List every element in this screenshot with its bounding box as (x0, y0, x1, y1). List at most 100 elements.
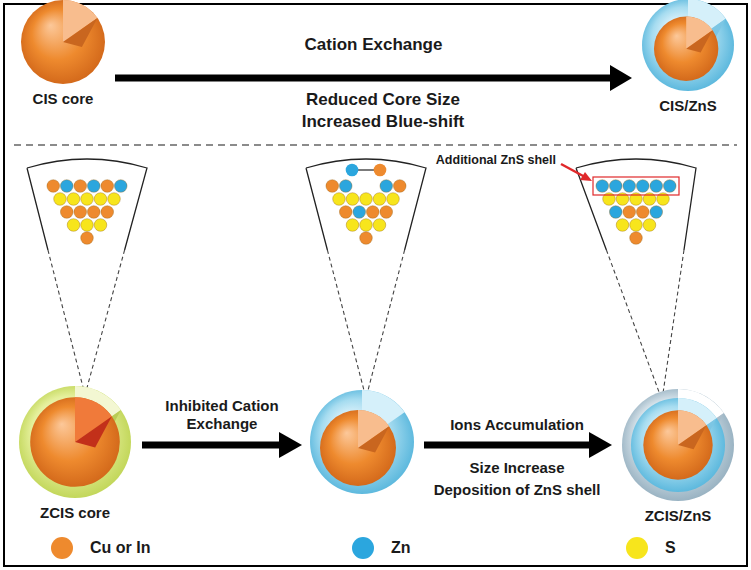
atom (333, 193, 346, 206)
atom (87, 180, 100, 193)
cut-face (63, 18, 97, 47)
sphere-layer (631, 398, 725, 492)
atom (380, 206, 393, 219)
atom (609, 180, 622, 193)
atom (380, 180, 393, 193)
process-note: Deposition of ZnS shell (434, 481, 601, 499)
atom (339, 180, 352, 193)
process-note: Ions Accumulation (450, 416, 584, 434)
atom (74, 206, 87, 219)
atom (94, 193, 107, 206)
atom (326, 180, 339, 193)
process-note: Increased Blue-shift (302, 112, 465, 132)
arrow-head (279, 432, 302, 458)
atom (47, 180, 60, 193)
separator-line (14, 144, 737, 146)
atom (94, 219, 107, 232)
process-note: Additional ZnS shell (436, 153, 556, 168)
atom (81, 219, 94, 232)
atom (346, 164, 359, 177)
atom (360, 232, 373, 245)
atom (630, 219, 643, 232)
particle-sphere (17, 0, 109, 88)
frame-border (4, 4, 747, 566)
sphere-layer (642, 0, 734, 91)
sphere-layer (19, 386, 131, 498)
zoom-guide (606, 250, 684, 400)
particle-label: ZCIS/ZnS (618, 507, 738, 525)
cut-face (678, 425, 706, 449)
atom (636, 180, 649, 193)
particle-node: ZCIS/ZnS (618, 385, 738, 525)
atom (81, 193, 94, 206)
atom (60, 180, 73, 193)
process-note: Inhibited Cation Exchange (152, 397, 292, 433)
process-note: Reduced Core Size (306, 90, 460, 110)
particle-node: ZCIS core (15, 382, 135, 522)
sphere-layer (622, 389, 734, 501)
process-arrow (424, 432, 612, 458)
atom (74, 180, 87, 193)
zoom-fan (576, 159, 696, 250)
atom (101, 206, 114, 219)
arrow-shaft (142, 442, 282, 449)
atom (67, 219, 80, 232)
atom (393, 180, 406, 193)
atom (609, 206, 622, 219)
arrow-shaft (424, 442, 592, 449)
zoom-fan (306, 159, 426, 250)
atom (650, 206, 663, 219)
atom (643, 219, 656, 232)
highlight-box (593, 177, 679, 195)
atom (387, 193, 400, 206)
cut-face (75, 416, 112, 447)
arrow-head (589, 432, 612, 458)
atom (346, 193, 359, 206)
core-cut (358, 426, 389, 452)
arrow-head (610, 65, 632, 91)
particle-label: CIS core (17, 90, 109, 108)
atom (623, 206, 636, 219)
atom (339, 206, 352, 219)
particle-node: CIS/ZnS (638, 0, 738, 115)
atom (663, 180, 676, 193)
arrow-shaft (115, 75, 613, 82)
particle-sphere (15, 382, 135, 502)
zoom-fan (27, 159, 147, 250)
atom (616, 219, 629, 232)
atom (101, 180, 114, 193)
zoom-guide (48, 250, 125, 395)
process-arrow (115, 65, 632, 91)
zoom-fans (27, 159, 696, 401)
legend-swatch (626, 537, 648, 559)
particle-node: CIS core (17, 0, 109, 108)
sphere-layer (21, 0, 105, 84)
legend-swatch (51, 537, 73, 559)
particle-label: ZCIS core (15, 504, 135, 522)
pointer-head (580, 172, 592, 181)
legend-label: Zn (391, 538, 411, 557)
arrow-label: Cation Exchange (305, 35, 443, 55)
process-arrow (142, 432, 302, 458)
atom (67, 193, 80, 206)
atom (54, 193, 67, 206)
atom (636, 206, 649, 219)
sphere-layer (30, 397, 120, 487)
atom (596, 180, 609, 193)
particle-sphere (638, 0, 738, 95)
atom (353, 206, 366, 219)
cut-face (686, 30, 712, 52)
sphere-layer (654, 16, 718, 80)
atom (366, 206, 379, 219)
particle-label: CIS/ZnS (638, 97, 738, 115)
legend-swatch (352, 537, 374, 559)
cis-core (320, 410, 396, 486)
zoom-guide (327, 250, 404, 398)
sphere-layer (643, 410, 712, 479)
atom (373, 193, 386, 206)
legend-label: Cu or In (90, 538, 150, 557)
zns-shell (310, 390, 414, 494)
atom (360, 193, 373, 206)
